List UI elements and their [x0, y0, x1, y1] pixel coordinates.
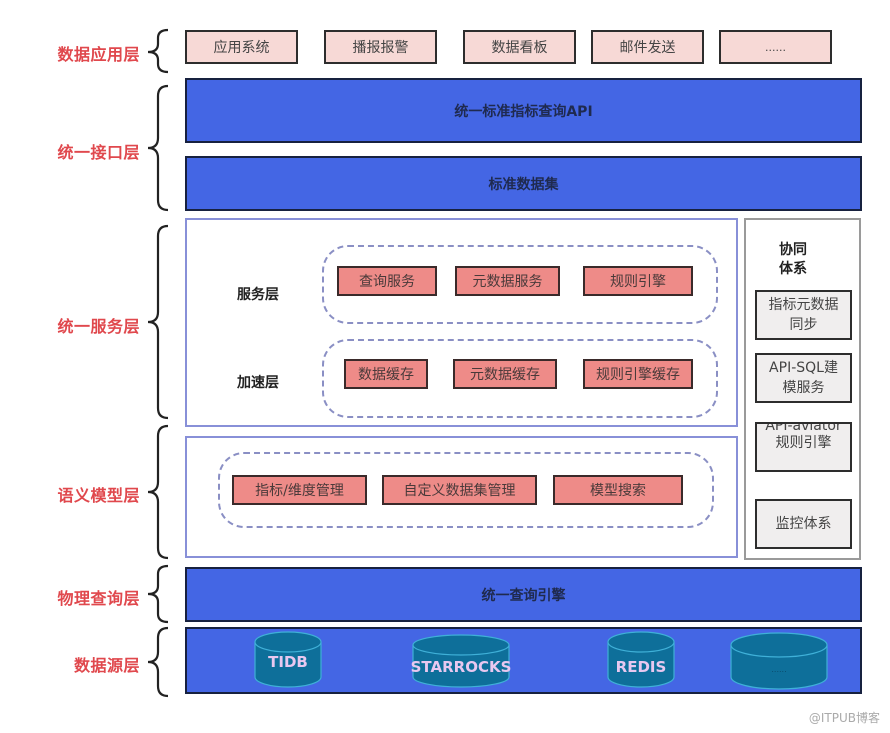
- collab-item-monitoring: 监控体系: [755, 499, 852, 549]
- app-item-app-system: 应用系统: [185, 30, 298, 64]
- database-cylinders: TIDB STARROCKS REDIS ......: [254, 631, 828, 690]
- layer-label-semantic: 语义模型层: [57, 486, 140, 505]
- app-item-more: ......: [719, 30, 832, 64]
- brace-service: [147, 224, 169, 420]
- db-label-starrocks: STARROCKS: [411, 658, 512, 676]
- semantic-item-model-search: 模型搜索: [553, 475, 683, 505]
- layer-label-source: 数据源层: [73, 656, 140, 675]
- app-item-dashboard: 数据看板: [463, 30, 576, 64]
- brace-source: [147, 626, 169, 698]
- layer-label-physical: 物理查询层: [57, 589, 140, 608]
- db-cylinder-starrocks: STARROCKS: [411, 634, 512, 688]
- collab-item-api-aviator: API-aviator规则引擎: [755, 422, 852, 472]
- collab-title-line2: 体系: [779, 261, 807, 277]
- collab-item-api-sql: API-SQL建模服务: [755, 353, 852, 403]
- db-label-more: ......: [771, 665, 786, 674]
- service-item-metadata: 元数据服务: [455, 266, 560, 296]
- brace-semantic: [147, 424, 169, 560]
- accel-item-rule-cache: 规则引擎缓存: [583, 359, 693, 389]
- accel-group-dashed: [322, 339, 718, 418]
- service-item-query: 查询服务: [337, 266, 437, 296]
- brace-physical: [147, 564, 169, 624]
- db-cylinder-redis: REDIS: [607, 631, 675, 688]
- brace-interface: [147, 84, 169, 212]
- service-item-rule-engine: 规则引擎: [583, 266, 693, 296]
- accel-item-data-cache: 数据缓存: [344, 359, 428, 389]
- watermark: @ITPUB博客: [808, 711, 880, 725]
- collab-item-metadata-sync: 指标元数据同步: [755, 290, 852, 340]
- semantic-group-dashed: [218, 452, 714, 528]
- semantic-item-metric-dimension: 指标/维度管理: [232, 475, 367, 505]
- layer-label-service: 统一服务层: [57, 317, 140, 336]
- db-label-tidb: TIDB: [268, 653, 308, 671]
- api-bar: 统一标准指标查询API: [185, 78, 862, 143]
- accel-item-metadata-cache: 元数据缓存: [453, 359, 557, 389]
- brace-app: [147, 28, 169, 74]
- app-item-alert: 播报报警: [324, 30, 437, 64]
- collab-item-api-aviator-text: API-aviator规则引擎: [765, 422, 842, 451]
- service-sublabel: 服务层: [237, 287, 279, 303]
- service-group-dashed: [322, 245, 718, 324]
- semantic-item-custom-dataset: 自定义数据集管理: [382, 475, 537, 505]
- layer-label-interface: 统一接口层: [57, 143, 140, 162]
- dataset-bar: 标准数据集: [185, 156, 862, 211]
- layer-label-app: 数据应用层: [57, 45, 140, 64]
- collab-title-line1: 协同: [779, 242, 807, 258]
- collab-title: 协同 体系: [779, 241, 807, 279]
- query-engine-bar: 统一查询引擎: [185, 567, 862, 622]
- db-label-redis: REDIS: [616, 658, 667, 676]
- db-cylinder-tidb: TIDB: [254, 631, 322, 688]
- braces: [147, 28, 169, 698]
- app-item-email: 邮件发送: [591, 30, 704, 64]
- db-cylinder-more: ......: [730, 632, 828, 690]
- accel-sublabel: 加速层: [237, 375, 279, 391]
